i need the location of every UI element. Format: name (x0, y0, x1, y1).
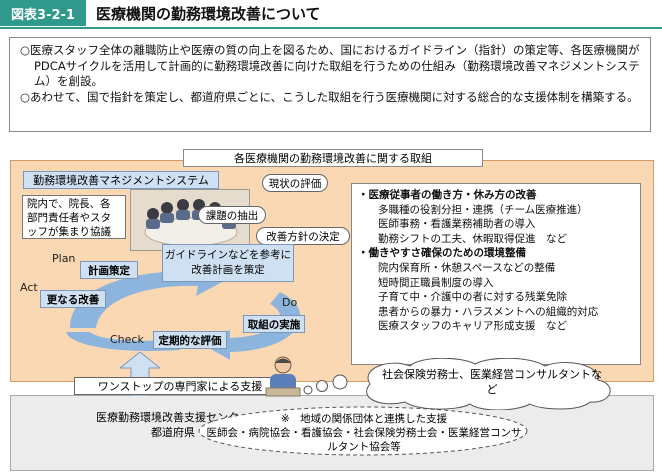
consultants-cloud-text: 社会保険労務士、医業経営コンサルタントなど (382, 368, 602, 396)
pdca-plan-word: Plan (52, 252, 76, 265)
measures-item: 短時間正職員制度の導入 (378, 276, 494, 289)
measures-item: 医師事務・看護業務補助者の導入 (378, 218, 536, 231)
consultants-cloud (303, 358, 611, 410)
support-center-name: 医療勤務環境改善支援センター 都道府県 (78, 410, 268, 440)
measures-item: 患者からの暴力・ハラスメントへの組織的対応 (378, 305, 599, 318)
check-item: 定期的な評価 (153, 331, 227, 349)
plan-item: 計画策定 (80, 261, 138, 279)
measures-item: 多職種の役割分担・連携（チーム医療推進） (378, 203, 588, 216)
measures-item: 院内保育所・休憩スペースなどの整備 (378, 261, 556, 274)
initiatives-label: 各医療機関の勤務環境改善に関する取組 (183, 149, 483, 167)
partner-orgs-ellipse (198, 406, 528, 456)
policy-decision-bubble: 改善方針の決定 (256, 227, 350, 245)
measures-heading-2: ・働きやすさ確保のための環境整備 (358, 247, 526, 260)
measures-item: 子育て中・介護中の者に対する残業免除 (378, 291, 567, 304)
pdca-act-word: Act (20, 281, 38, 294)
in-house-meeting-text: 院内で、院長、各部門責任者やスタッフが集まり協議 (22, 195, 126, 239)
issue-extraction-bubble: 課題の抽出 (198, 206, 266, 224)
guideline-box: ガイドラインなどを参考に改善計画を策定 (162, 244, 294, 282)
intro-paragraph-2: ○あわせて、国で指針を策定し、都道府県ごとに、こうした取組を行う医療機関に対する… (20, 89, 639, 104)
consultant-icon (265, 356, 301, 397)
figure-number: 図表3-2-1 (0, 0, 86, 26)
measures-item: 勤務シフトの工夫、休暇取得促進 など (378, 232, 567, 245)
title-rule (0, 27, 662, 29)
measures-item: 医療スタッフのキャリア形成支援 など (378, 320, 567, 333)
partner-orgs-line-2: 医師会・病院協会・看護協会・社会保険労務士会・医業経営コンサルタント協会等 (206, 427, 522, 453)
do-item: 取組の実施 (243, 315, 305, 333)
measures-box: ・医療従事者の働き方・休み方の改善 多職種の役割分担・連携（チーム医療推進） 医… (351, 183, 641, 365)
partner-orgs-line-1: ※ 地域の関係団体と連携した支援 (280, 413, 448, 425)
act-item: 更なる改善 (40, 290, 106, 308)
one-stop-support-label: ワンストップの専門家による支援 (74, 377, 286, 395)
mgmt-system-label: 勤務環境改善マネジメントシステム (23, 171, 219, 189)
intro-paragraph-1: ○医療スタッフ全体の離職防止や医療の質の向上を図るため、国におけるガイドライン（… (20, 43, 640, 88)
pdca-do-word: Do (282, 296, 298, 309)
partner-orgs-note: ※ 地域の関係団体と連携した支援 医師会・病院協会・看護協会・社会保険労務士会・… (204, 412, 524, 454)
figure-title: 医療機関の勤務環境改善について (96, 5, 321, 23)
support-up-arrow (120, 352, 160, 396)
support-center-title: 医療勤務環境改善支援センター (96, 411, 250, 424)
current-evaluation-bubble: 現状の評価 (262, 174, 328, 192)
measures-heading-1: ・医療従事者の働き方・休み方の改善 (358, 189, 537, 201)
prefecture-label: 都道府県 (151, 426, 195, 439)
pdca-check-word: Check (110, 333, 144, 346)
intro-box: ○医療スタッフ全体の離職防止や医療の質の向上を図るため、国におけるガイドライン（… (9, 37, 651, 132)
